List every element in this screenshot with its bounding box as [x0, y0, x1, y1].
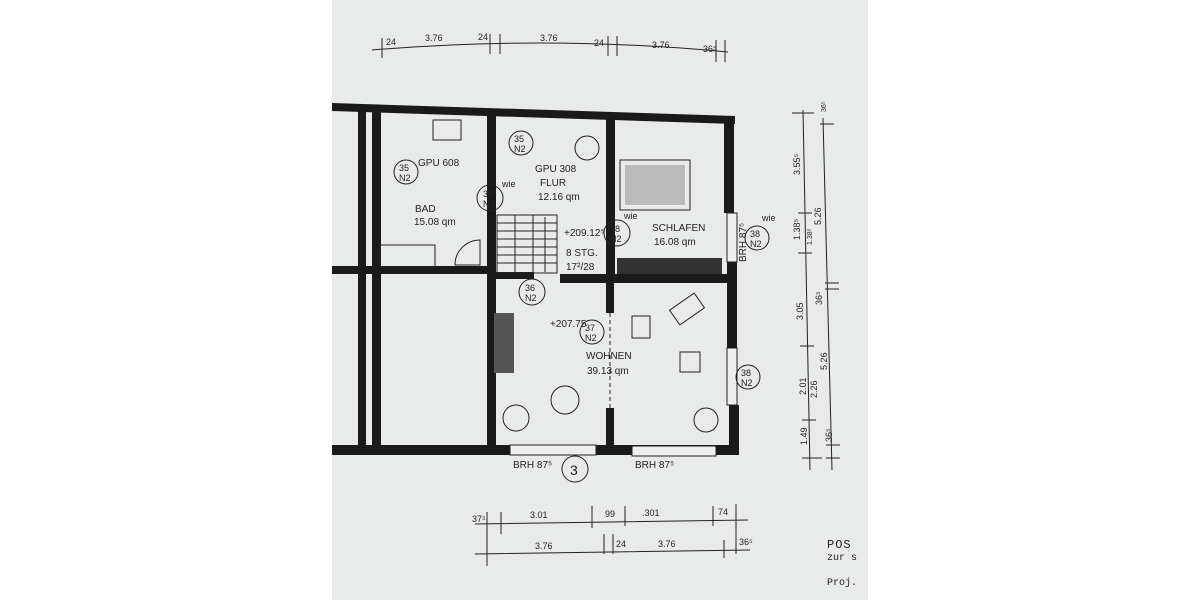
- label-tags-t38: 38: [741, 368, 751, 378]
- walls: [332, 103, 739, 455]
- room-labels: BAD 15.08 qm GPU 608 GPU 308 FLUR 12.16 …: [414, 158, 749, 471]
- label-tags-t36: 36: [525, 283, 535, 293]
- label-title_block-line3: Proj.: [827, 577, 857, 589]
- label-dimensions-bottom_lower-3: 36⁵: [739, 537, 753, 547]
- level-flur: +209.12⁵: [564, 228, 605, 239]
- label-dimensions-right_outer-5: 2.26: [809, 380, 819, 398]
- label-tags-t38: 38: [610, 224, 620, 234]
- dim-top-2: 24: [478, 32, 488, 42]
- label-dimensions-bottom_upper-0: 37⁵: [472, 514, 486, 524]
- title-block: POS zur s Proj.: [827, 538, 857, 589]
- dim-top-6: 36⁵: [703, 44, 717, 54]
- dim-top-4: 24: [594, 38, 604, 48]
- label-dimensions-right_outer-0: 36⁵: [821, 101, 828, 112]
- label-tags-sub: N2: [750, 239, 762, 249]
- label-dimensions-right_inner-1: 1.38⁵: [792, 218, 802, 240]
- label-tags-wie: wie: [761, 213, 776, 223]
- dim-top-5: 3.76: [652, 40, 670, 50]
- floor-plan-sheet: [332, 0, 868, 600]
- label-dimensions-bottom_upper-3: .301: [642, 508, 660, 518]
- wardrobe: [617, 258, 722, 274]
- room-bad-area: 15.08 qm: [414, 217, 456, 228]
- label-tags-sub: N2: [741, 378, 753, 388]
- label-dimensions-bottom_upper-1: 3.01: [530, 510, 548, 520]
- dim-top-3: 3.76: [540, 33, 558, 43]
- label-tags-t35: 35: [514, 134, 524, 144]
- right-dimension-string: 3.55⁵ 1.38⁵ 3.05 2.01 1.49 36⁵ 5.26 1.38…: [792, 101, 840, 471]
- room-bad-code: GPU 608: [418, 158, 460, 169]
- room-flur-name: FLUR: [540, 178, 566, 189]
- label-dimensions-right_inner-4: 1.49: [799, 427, 809, 445]
- label-dimensions-right_outer-3: 36⁵: [814, 291, 824, 305]
- label-title_block-line2: zur s: [827, 553, 857, 564]
- level-wohnen: +207.75: [550, 319, 587, 330]
- sideboard: [494, 313, 514, 373]
- windows: [509, 212, 738, 457]
- label-tags-sub: N2: [483, 199, 495, 209]
- label-dimensions-right_outer-6: 36⁵: [824, 428, 834, 442]
- room-schlafen-area: 16.08 qm: [654, 237, 696, 248]
- window-height-side: BRH 87⁵: [738, 223, 749, 262]
- label-dimensions-bottom_lower-2: 3.76: [658, 539, 676, 549]
- room-schlafen-name: SCHLAFEN: [652, 223, 705, 234]
- label-tags-t35: 35: [399, 163, 409, 173]
- label-dimensions-bottom_upper-4: 74: [718, 507, 728, 517]
- room-bad-name: BAD: [415, 204, 436, 215]
- staircase: [496, 214, 558, 274]
- stairs-steps: 8 STG.: [566, 248, 598, 259]
- label-tags-sub: N2: [585, 333, 597, 343]
- stairs-ratio: 17²/28: [566, 262, 595, 273]
- label-tags-t37: 37: [585, 323, 595, 333]
- label-dimensions-right_outer-4: 5.26: [819, 352, 829, 370]
- room-flur-area: 12.16 qm: [538, 192, 580, 203]
- label-tags-sub: N2: [399, 173, 411, 183]
- axis-marker-3: 3: [561, 455, 589, 483]
- room-wohnen-area: 39.13 qm: [587, 366, 629, 377]
- label-dimensions-bottom_lower-0: 3.76: [535, 541, 553, 551]
- room-wohnen-name: WOHNEN: [586, 351, 632, 362]
- label-axis_marker: 3: [570, 462, 578, 478]
- room-flur-code: GPU 308: [535, 164, 577, 175]
- label-tags-wie: wie: [501, 179, 516, 189]
- bottom-dimension-string: 37⁵ 3.01 99 .301 74 3.76 24 3.76 36⁵: [472, 504, 753, 566]
- label-dimensions-right_inner-0: 3.55⁵: [792, 153, 802, 175]
- window-height-right: BRH 87⁵: [635, 460, 674, 471]
- label-dimensions-bottom_lower-1: 24: [616, 539, 626, 549]
- window-height-left: BRH 87⁵: [513, 460, 552, 471]
- label-dimensions-right_inner-2: 3.05: [795, 302, 805, 320]
- label-tags-sub: N2: [610, 234, 622, 244]
- label-dimensions-right_outer-1: 5.26: [813, 207, 823, 225]
- label-tags-t38: 38: [483, 189, 493, 199]
- label-tags-t38: 38: [750, 229, 760, 239]
- label-tags-sub: N2: [514, 144, 526, 154]
- label-dimensions-right_inner-3: 2.01: [798, 377, 808, 395]
- label-tags-wie: wie: [623, 211, 638, 221]
- dim-top-0: 24: [386, 37, 396, 47]
- label-tags-sub: N2: [525, 293, 537, 303]
- label-dimensions-right_outer-2: 1.38⁵: [807, 228, 814, 245]
- label-dimensions-bottom_upper-2: 99: [605, 509, 615, 519]
- furniture: [379, 119, 719, 433]
- dim-top-1: 3.76: [425, 33, 443, 43]
- top-dimension-string: 24 3.76 24 3.76 24 3.76 36⁵: [371, 32, 729, 62]
- label-title_block-line1: POS: [827, 538, 852, 552]
